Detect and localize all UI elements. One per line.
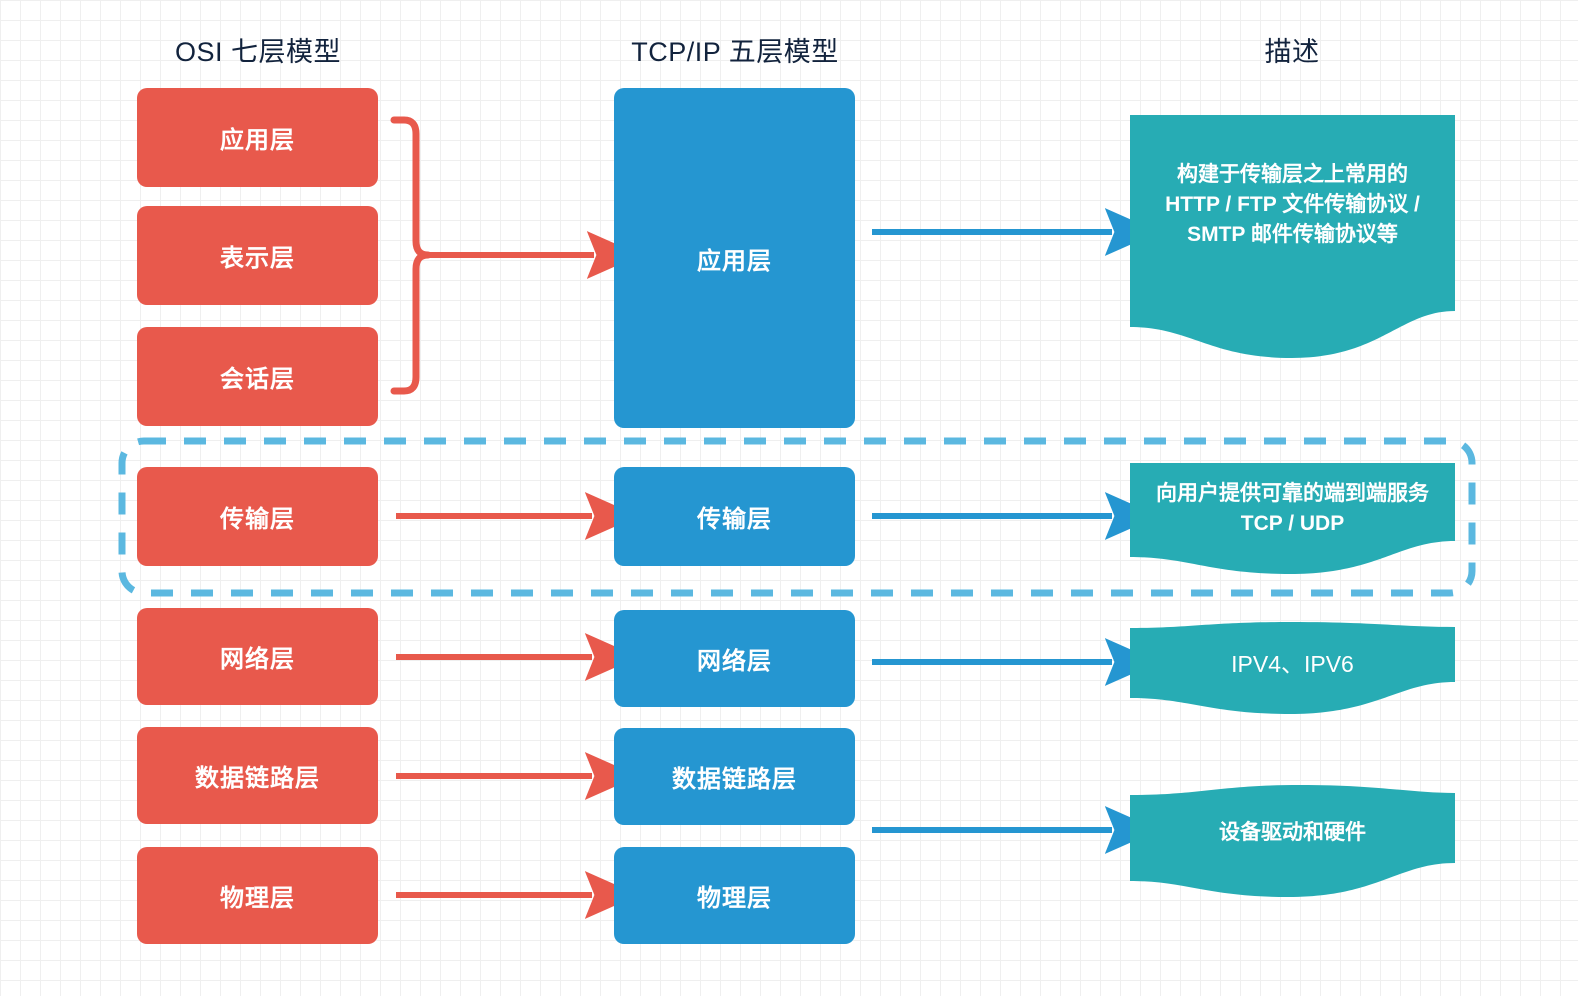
osi-layer-physical[interactable]: 物理层: [137, 847, 378, 944]
osi-layer-datalink[interactable]: 数据链路层: [137, 727, 378, 824]
column-header-tcpip: TCP/IP 五层模型: [631, 37, 839, 67]
wave-shape: [1130, 115, 1455, 358]
description-transport-text: 向用户提供可靠的端到端服务 TCP / UDP: [1156, 482, 1429, 535]
tcpip-layer-transport[interactable]: 传输层: [614, 467, 855, 566]
tcpip-layer-physical[interactable]: 物理层: [614, 847, 855, 944]
description-physical[interactable]: 设备驱动和硬件: [1130, 785, 1455, 903]
wave-shape: [1130, 785, 1455, 897]
description-network-text: IPV4、IPV6: [1231, 651, 1354, 677]
column-header-osi: OSI 七层模型: [174, 37, 342, 67]
description-network[interactable]: IPV4、IPV6: [1130, 622, 1455, 714]
osi-layer-transport[interactable]: 传输层: [137, 467, 378, 566]
tcpip-layer-datalink[interactable]: 数据链路层: [614, 728, 855, 825]
description-physical-text: 设备驱动和硬件: [1219, 821, 1366, 844]
description-application[interactable]: 构建于传输层之上常用的 HTTP / FTP 文件传输协议 / SMTP 邮件传…: [1130, 115, 1455, 358]
osi-layer-application[interactable]: 应用层: [137, 88, 378, 187]
description-transport[interactable]: 向用户提供可靠的端到端服务 TCP / UDP: [1130, 463, 1455, 574]
tcpip-layer-application[interactable]: 应用层: [614, 88, 855, 428]
wave-shape: [1130, 463, 1455, 574]
osi-layer-session[interactable]: 会话层: [137, 327, 378, 426]
osi-layer-network[interactable]: 网络层: [137, 608, 378, 705]
description-application-text: 构建于传输层之上常用的 HTTP / FTP 文件传输协议 / SMTP 邮件传…: [1165, 163, 1420, 246]
osi-layer-presentation[interactable]: 表示层: [137, 206, 378, 305]
grouping-bracket: [390, 116, 432, 395]
column-header-description: 描述: [1264, 37, 1320, 67]
wave-shape: [1130, 622, 1455, 714]
tcpip-layer-network[interactable]: 网络层: [614, 610, 855, 707]
